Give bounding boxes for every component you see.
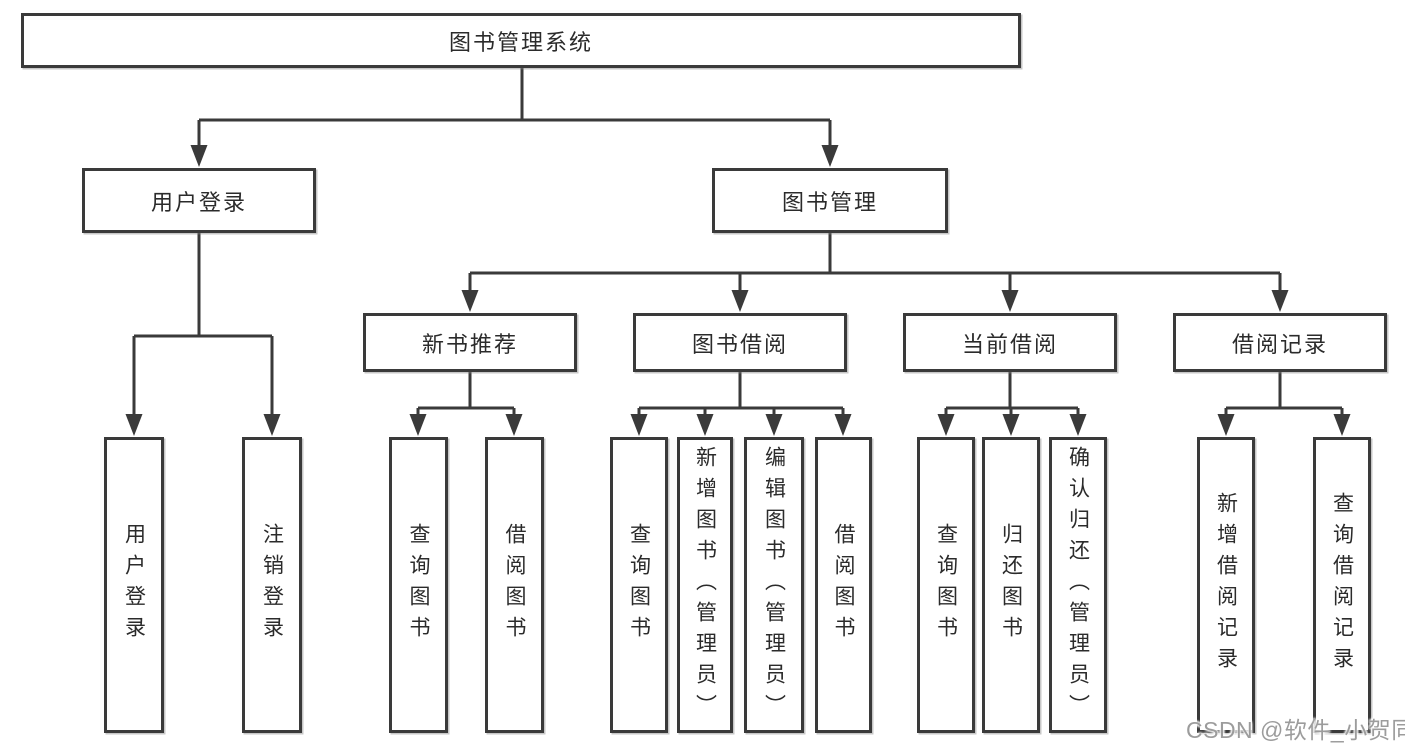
csdn-watermark: CSDN @软件_小贺同学 bbox=[1186, 717, 1405, 743]
connector-root-to-level2 bbox=[197, 68, 832, 150]
leaf-edit-books-admin-label: 编辑图书（管理员） bbox=[762, 445, 786, 725]
node-book-borrow-label: 图书借阅 bbox=[691, 331, 788, 357]
connector-login-to-children bbox=[132, 233, 274, 418]
leaf-add-books-admin: 新增图书（管理员） bbox=[677, 437, 733, 733]
connector-records-to-children bbox=[1224, 372, 1344, 418]
leaf-query-books-2-label: 查询图书 bbox=[627, 523, 651, 647]
leaf-query-borrow-record-label: 查询借阅记录 bbox=[1330, 492, 1354, 678]
leaf-return-books: 归还图书 bbox=[982, 437, 1040, 733]
leaf-query-books-2: 查询图书 bbox=[610, 437, 668, 733]
leaf-query-borrow-record: 查询借阅记录 bbox=[1313, 437, 1371, 733]
leaf-logout: 注销登录 bbox=[242, 437, 302, 733]
leaf-borrow-books-1: 借阅图书 bbox=[485, 437, 544, 733]
node-borrow-records: 借阅记录 bbox=[1173, 313, 1387, 372]
node-book-management-label: 图书管理 bbox=[781, 189, 878, 215]
leaf-confirm-return-admin: 确认归还（管理员） bbox=[1049, 437, 1107, 733]
leaf-user-login: 用户登录 bbox=[104, 437, 164, 733]
node-current-borrow-label: 当前借阅 bbox=[961, 331, 1058, 357]
leaf-borrow-books-2-label: 借阅图书 bbox=[832, 523, 855, 647]
connector-current-to-children bbox=[944, 372, 1080, 418]
node-new-book-recommend: 新书推荐 bbox=[363, 313, 577, 372]
connector-borrow-to-children bbox=[637, 372, 845, 418]
node-root-label: 图书管理系统 bbox=[448, 29, 593, 55]
node-user-login: 用户登录 bbox=[82, 168, 316, 233]
leaf-query-books-1: 查询图书 bbox=[389, 437, 448, 733]
node-current-borrow: 当前借阅 bbox=[903, 313, 1117, 372]
leaf-add-borrow-record-label: 新增借阅记录 bbox=[1214, 492, 1238, 678]
leaf-logout-label: 注销登录 bbox=[260, 523, 284, 647]
leaf-edit-books-admin: 编辑图书（管理员） bbox=[744, 437, 804, 733]
leaf-return-books-label: 归还图书 bbox=[999, 523, 1023, 647]
leaf-confirm-return-admin-label: 确认归还（管理员） bbox=[1066, 445, 1090, 725]
node-user-login-label: 用户登录 bbox=[150, 189, 247, 215]
leaf-add-borrow-record: 新增借阅记录 bbox=[1197, 437, 1255, 733]
leaf-add-books-admin-label: 新增图书（管理员） bbox=[693, 445, 717, 725]
node-book-management: 图书管理 bbox=[712, 168, 948, 233]
leaf-query-books-1-label: 查询图书 bbox=[407, 523, 430, 647]
connector-management-to-level3 bbox=[468, 233, 1282, 294]
leaf-borrow-books-2: 借阅图书 bbox=[815, 437, 872, 733]
leaf-query-books-3: 查询图书 bbox=[917, 437, 975, 733]
leaf-user-login-label: 用户登录 bbox=[122, 523, 146, 647]
node-book-borrow: 图书借阅 bbox=[633, 313, 847, 372]
leaf-borrow-books-1-label: 借阅图书 bbox=[503, 523, 526, 647]
node-root: 图书管理系统 bbox=[21, 13, 1021, 68]
leaf-query-books-3-label: 查询图书 bbox=[934, 523, 958, 647]
connector-recommend-to-children bbox=[416, 372, 516, 418]
node-borrow-records-label: 借阅记录 bbox=[1231, 331, 1328, 357]
node-new-book-recommend-label: 新书推荐 bbox=[421, 331, 518, 357]
